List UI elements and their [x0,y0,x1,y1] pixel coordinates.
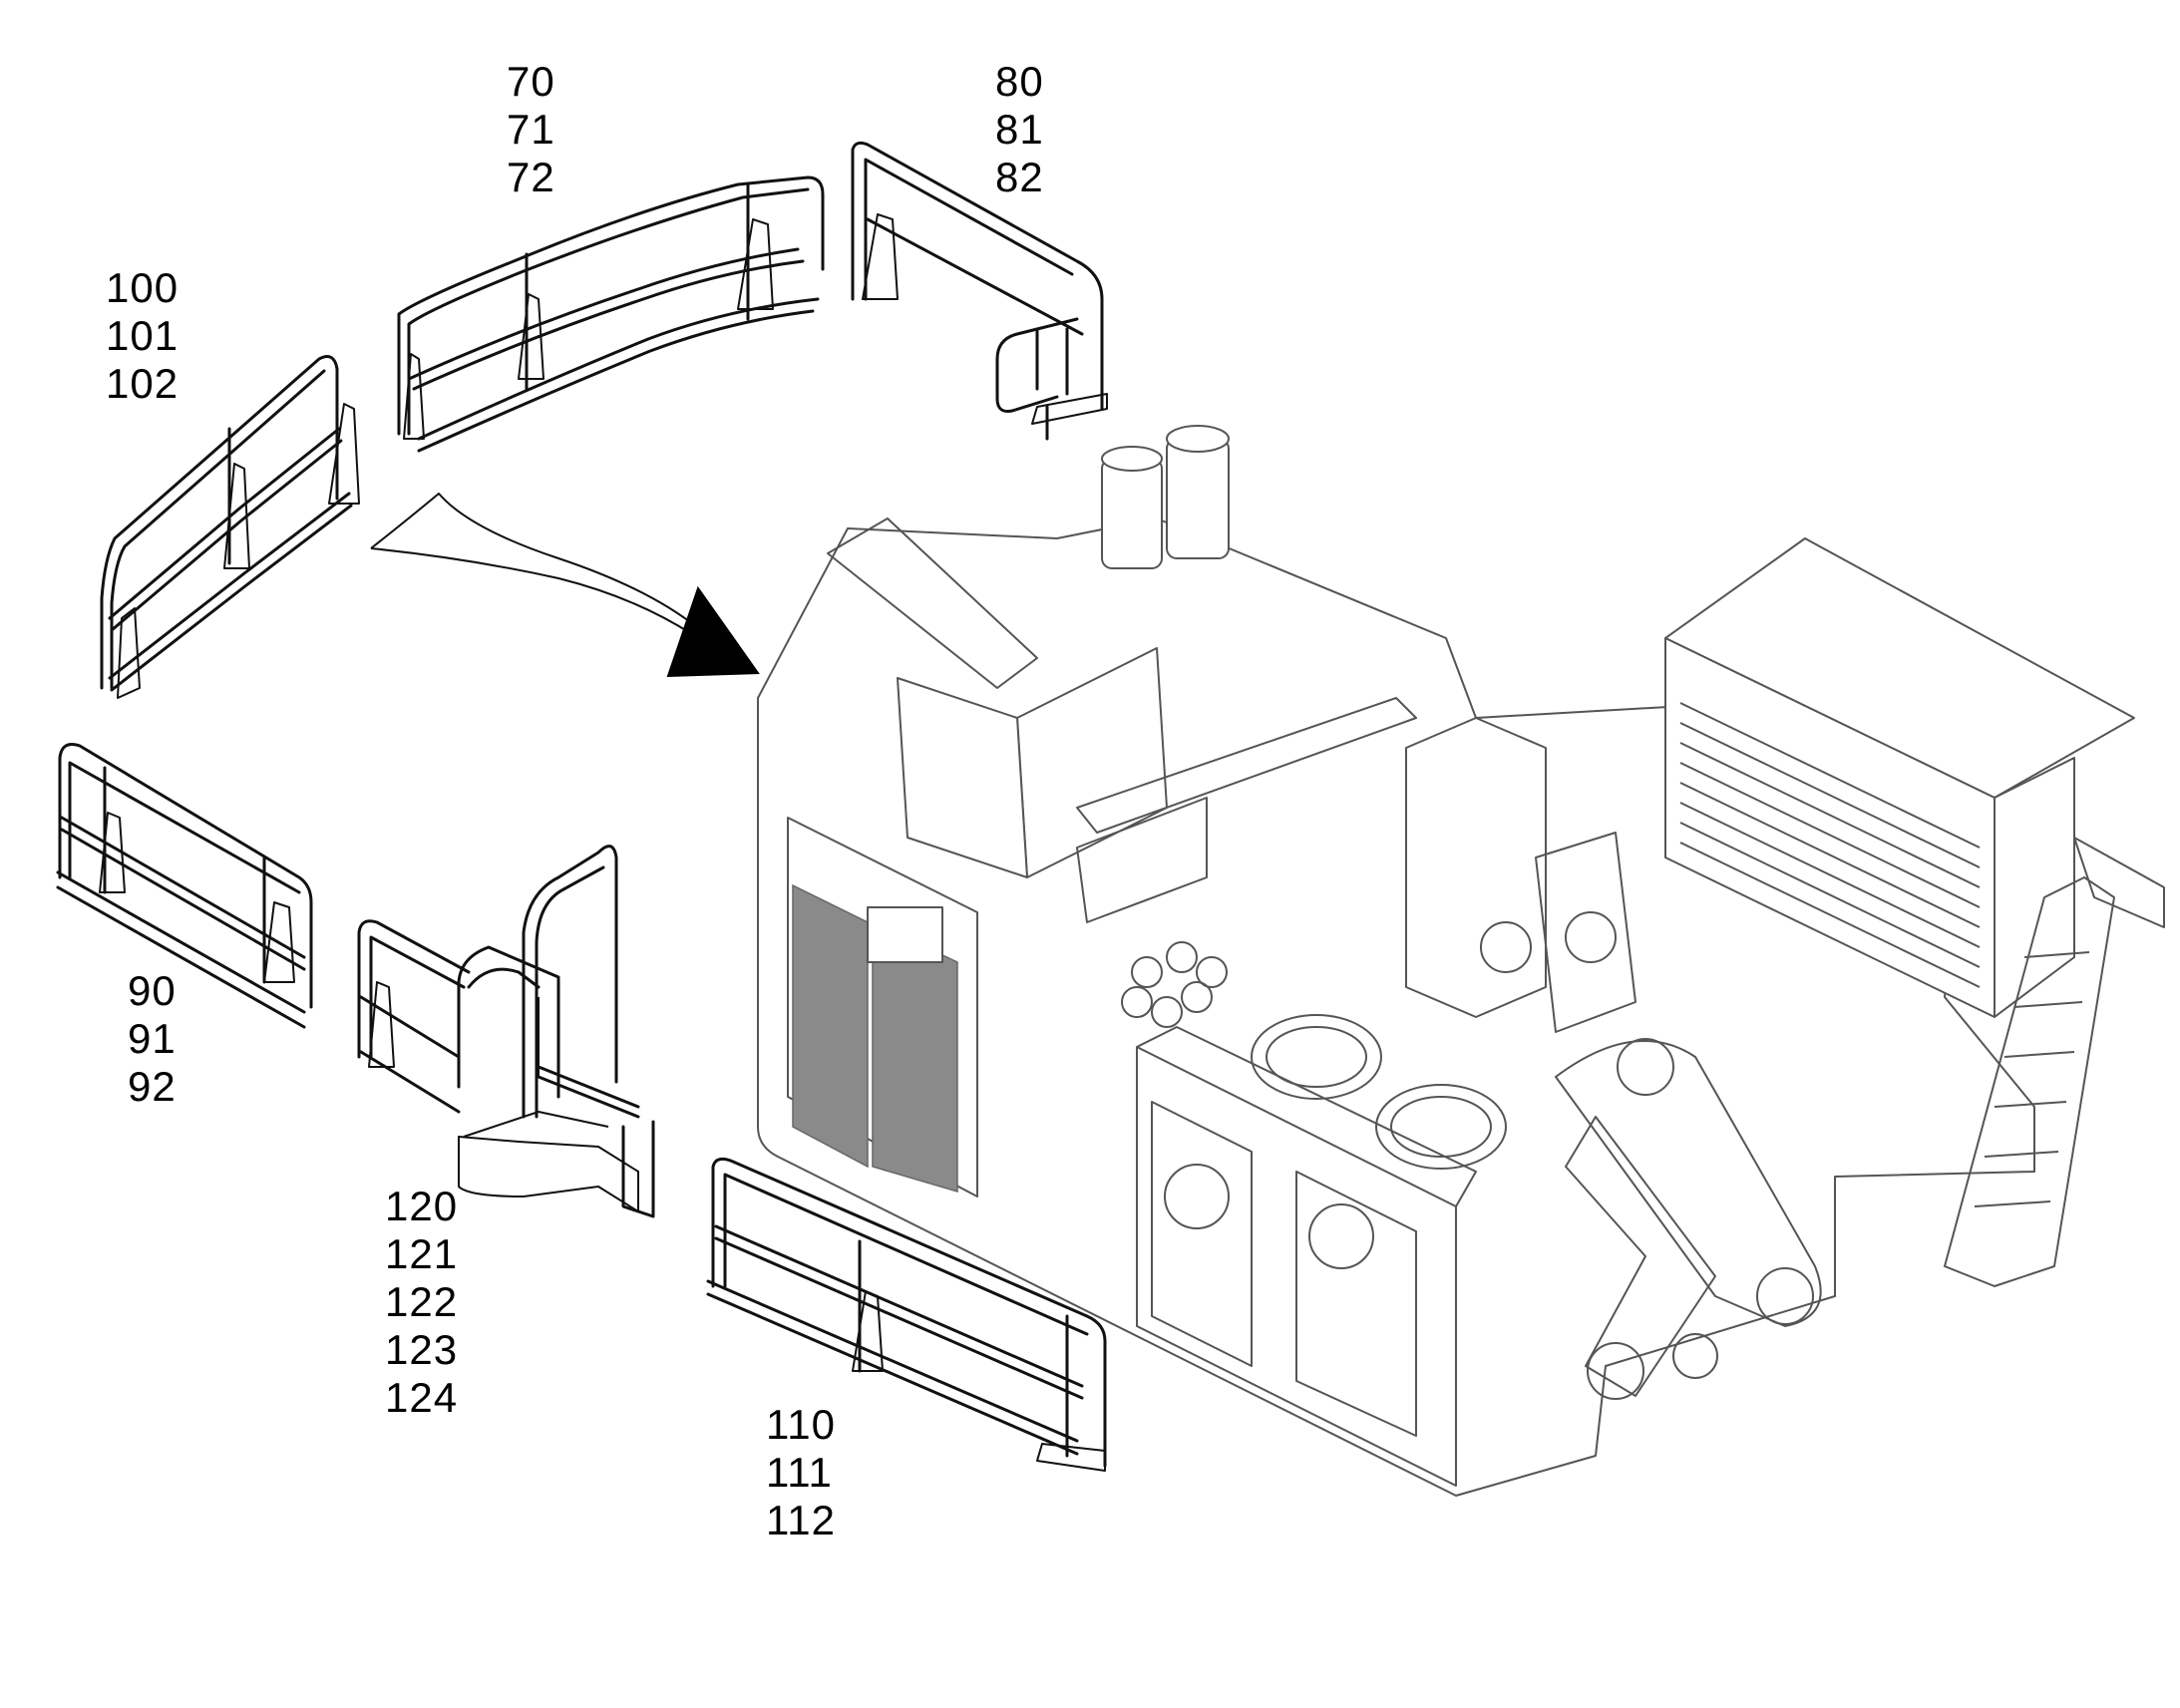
callout-label: 111 [766,1449,833,1496]
callout-label: 102 [106,360,180,407]
callout-label: 110 [766,1401,836,1448]
callout-label: 72 [507,154,555,200]
guardrail-120-drawing [357,845,655,1218]
callout-label: 91 [128,1015,177,1062]
callout-label: 71 [507,106,555,153]
callout-label: 123 [385,1326,459,1373]
guardrail-90-drawing [56,743,313,1029]
callout-110-group: 110 111 112 [766,1401,836,1544]
callout-label: 92 [128,1063,177,1110]
callout-label: 120 [385,1183,459,1229]
guardrail-70-drawing [397,175,825,453]
callout-80-group: 80 81 82 [995,58,1044,201]
callout-70-group: 70 71 72 [507,58,555,201]
callout-label: 124 [385,1374,459,1421]
callout-label: 82 [995,154,1044,200]
callout-label: 122 [385,1278,459,1325]
callout-label: 70 [507,58,555,105]
callout-label: 121 [385,1230,459,1277]
callout-90-group: 90 91 92 [128,967,177,1111]
callout-label: 81 [995,106,1044,153]
callout-label: 80 [995,58,1044,105]
callout-label: 112 [766,1497,836,1543]
callout-label: 101 [106,312,180,359]
callout-120-group: 120 121 122 123 124 [385,1183,458,1422]
callout-label: 90 [128,967,177,1014]
callout-label: 100 [106,264,180,311]
callout-100-group: 100 101 102 [106,264,179,408]
arrow [370,493,760,678]
guardrail-80-drawing [851,141,1108,441]
machine-body-drawing [757,425,2165,1497]
guardrail-110-drawing [706,1157,1107,1472]
radiator-louvers [1679,702,1981,988]
guardrail-100-drawing [100,355,360,699]
